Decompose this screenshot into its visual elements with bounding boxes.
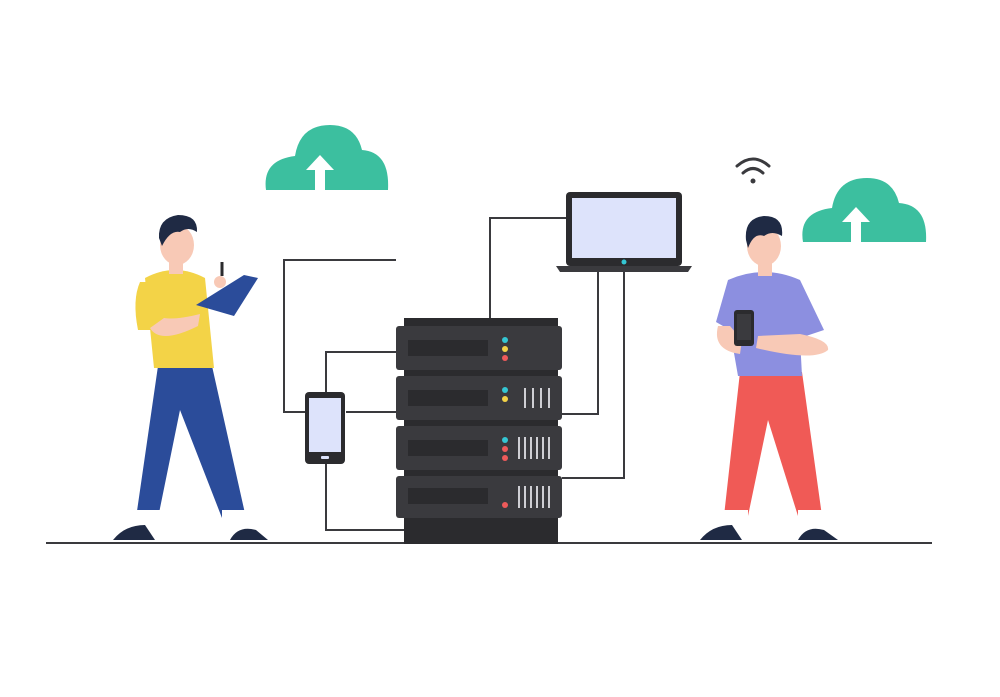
person-with-phone (700, 216, 838, 540)
smartphone (305, 392, 345, 464)
server-unit (396, 376, 562, 420)
server-unit (396, 476, 562, 518)
wifi-icon (735, 157, 771, 184)
server-rack (396, 318, 562, 544)
laptop (556, 192, 692, 272)
cloud-upload-icon (802, 178, 927, 242)
server-unit (396, 326, 562, 370)
cloud-upload-icon (265, 125, 389, 190)
server-unit (396, 426, 562, 470)
person-with-tablet (113, 215, 268, 540)
network-wires (283, 217, 625, 531)
